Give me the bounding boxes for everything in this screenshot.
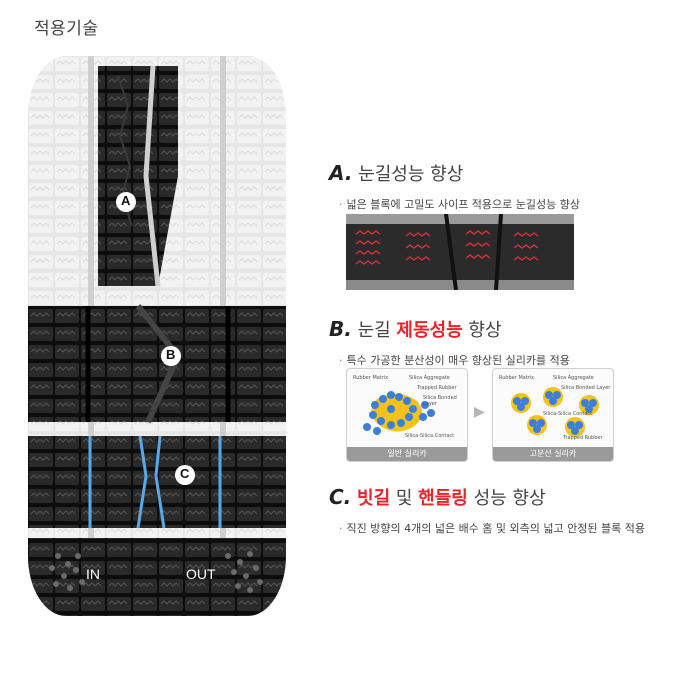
caption-standard-silica: 일반 실리카 <box>347 447 467 461</box>
caption-high-dispersion-silica: 고분산 실리카 <box>493 447 613 461</box>
section-c-letter: C. <box>329 485 352 509</box>
section-b: B. 눈길 제동성능 향상 ·특수 가공한 분산성이 매우 향상된 실리카를 적… <box>329 316 570 368</box>
section-c: C. 빗길 및 핸들링 성능 향상 ·직진 방향의 4개의 넓은 배수 홈 및 … <box>329 484 645 536</box>
section-b-letter: B. <box>329 317 352 341</box>
section-b-description: ·특수 가공한 분산성이 매우 향상된 실리카를 적용 <box>339 354 570 367</box>
tread-closeup-image <box>346 213 574 291</box>
section-c-heading: C. 빗길 및 핸들링 성능 향상 <box>329 485 546 509</box>
section-a-heading: A. 눈길성능 향상 <box>329 160 580 186</box>
arrow-right-icon: ▶ <box>474 404 485 420</box>
silica-diagram-standard: Rubber Matrix Silica Aggregate Trapped R… <box>346 368 468 462</box>
section-c-description: ·직진 방향의 4개의 넓은 배수 홈 및 외측의 넓고 안정된 블록 적용 <box>339 522 645 535</box>
section-b-heading: B. 눈길 제동성능 향상 <box>329 317 502 341</box>
section-a-description: ·넓은 블록에 고밀도 사이프 적용으로 눈길성능 향상 <box>339 198 580 211</box>
marker-a: A <box>121 193 131 208</box>
marker-b: B <box>166 347 176 362</box>
section-a-letter: A. <box>329 161 353 185</box>
label-in: IN <box>86 566 100 582</box>
section-a-heading-text: 눈길성능 향상 <box>358 164 464 185</box>
silica-diagram-high-dispersion: Rubber Matrix Silica Aggregate Silica Bo… <box>492 368 614 462</box>
page-title: 적용기술 <box>34 19 99 39</box>
section-a: A. 눈길성능 향상 ·넓은 블록에 고밀도 사이프 적용으로 눈길성능 향상 <box>329 160 580 212</box>
tire-image: A B C IN OUT <box>28 56 286 616</box>
marker-c: C <box>180 466 190 481</box>
label-out: OUT <box>186 566 216 582</box>
